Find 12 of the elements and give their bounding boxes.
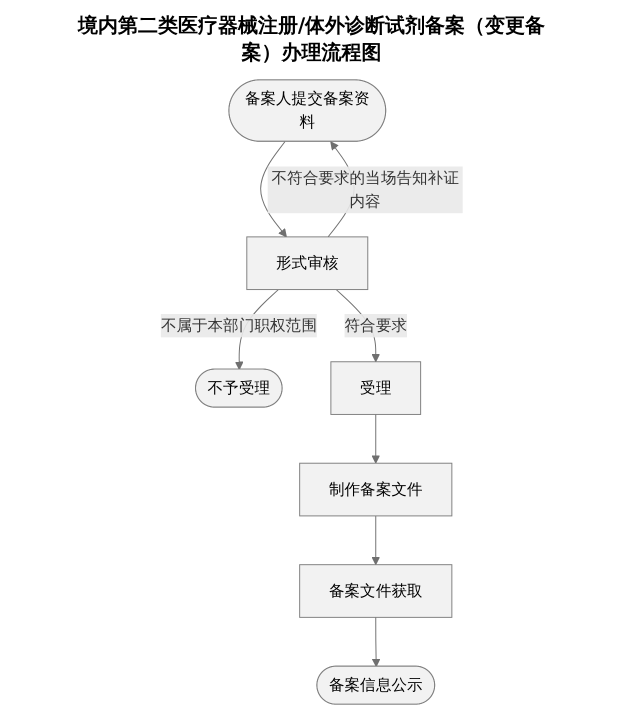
- edge-label: 不属于本部门职权范围: [160, 316, 317, 334]
- edge-label: 符合要求: [344, 316, 407, 334]
- node-box: 受理: [330, 361, 421, 415]
- arrow: [371, 515, 380, 566]
- node-box: 制作备案文件: [298, 462, 452, 516]
- arrow: [371, 414, 380, 464]
- diagram-title: 境内第二类医疗器械注册/体外诊断试剂备案（变更备案）办理流程图: [76, 12, 546, 66]
- arrow: [372, 616, 380, 668]
- edge-label: 不符合要求的当场告知补证内容: [271, 168, 459, 210]
- node-box: 备案文件获取: [298, 564, 452, 618]
- node-box: 形式审核: [246, 236, 368, 290]
- arrow: [260, 141, 287, 238]
